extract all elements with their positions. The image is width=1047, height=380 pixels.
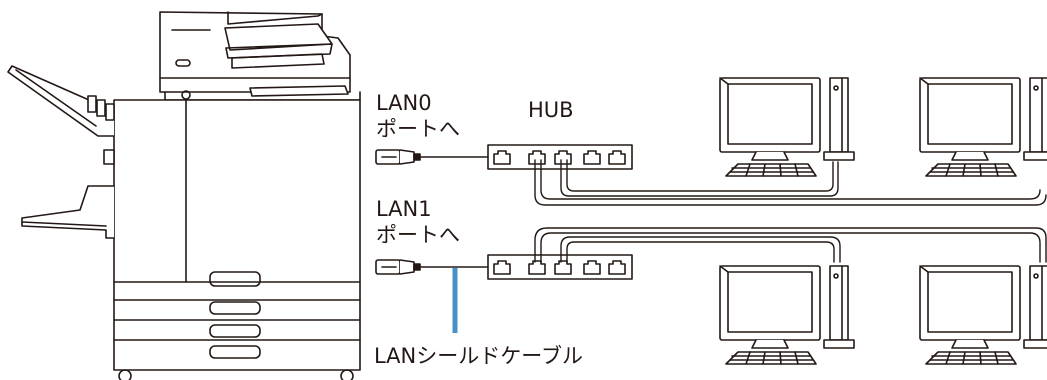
lan1-label: LAN1 xyxy=(376,197,432,221)
computer-icon xyxy=(919,77,1047,177)
lan-connector-icon xyxy=(375,259,421,275)
hub-label: HUB xyxy=(528,98,574,122)
lan0-port-label: ポートへ xyxy=(376,117,460,141)
hub-icon xyxy=(487,144,633,170)
lan-port-icon xyxy=(493,150,626,165)
lan1-port-label: ポートへ xyxy=(376,223,460,247)
computer-icon xyxy=(719,265,855,365)
printer-icon xyxy=(7,11,361,380)
hub-icon xyxy=(487,254,633,280)
lan0-label: LAN0 xyxy=(376,91,432,115)
cable-label: LANシールドケーブル xyxy=(374,344,583,368)
lan-connector-icon xyxy=(375,149,421,165)
hub1-pc-cables xyxy=(534,159,1047,206)
hub2-pc-cables xyxy=(534,227,1047,263)
computer-icon xyxy=(919,265,1047,365)
lan-port-icon xyxy=(493,260,626,275)
computer-icon xyxy=(719,77,855,177)
